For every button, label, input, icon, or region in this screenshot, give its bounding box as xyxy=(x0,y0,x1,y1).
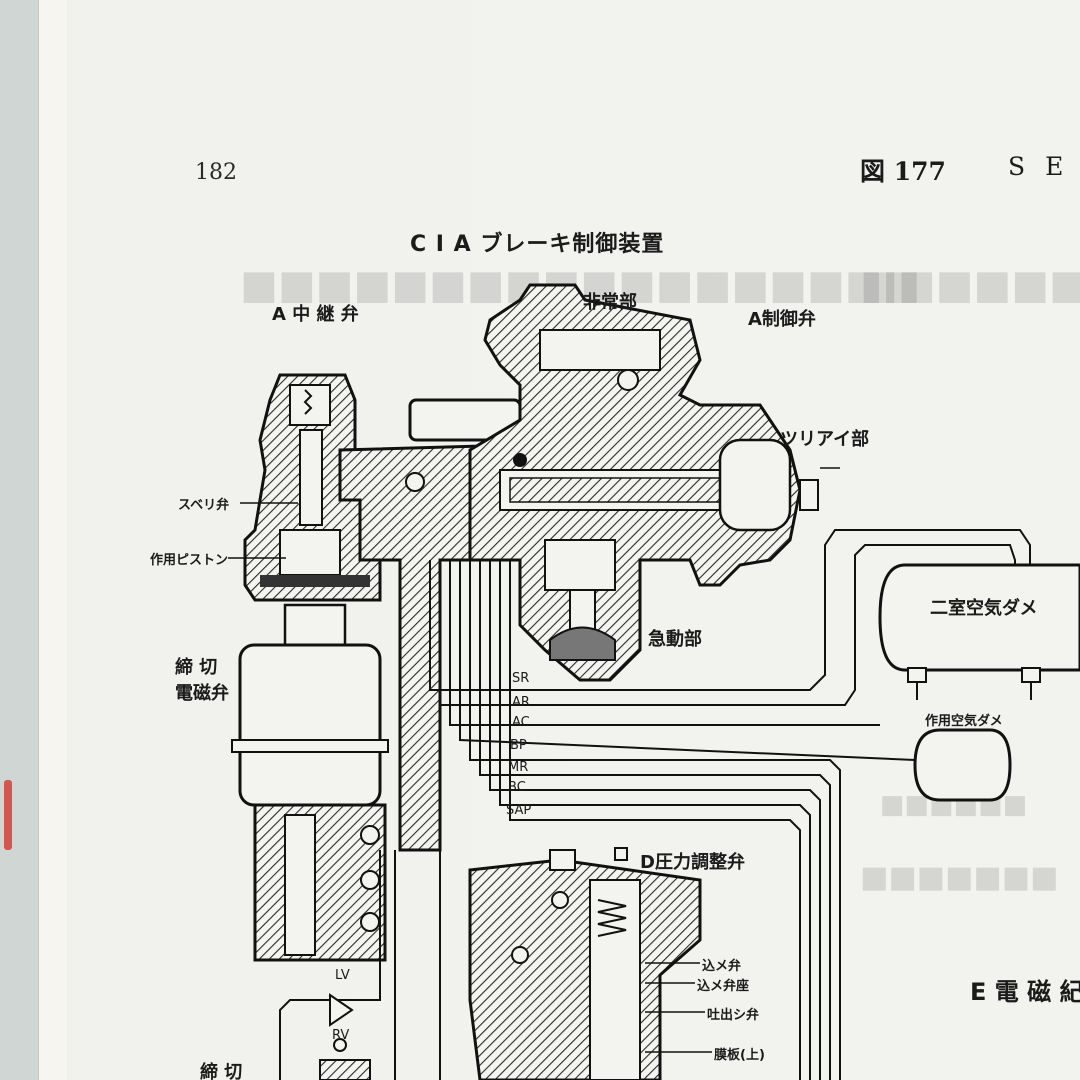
label-diaphragm: 膜板(上) xyxy=(714,1048,765,1063)
label-control-valve: A制御弁 xyxy=(748,309,816,330)
d-regulator-body xyxy=(468,847,712,1080)
pipe-label-sap: SAP xyxy=(506,803,532,818)
label-lv: LV xyxy=(335,968,350,983)
page-edge xyxy=(38,0,67,1080)
label-exhaust-valve: 吐出シ弁 xyxy=(707,1008,760,1023)
pipe-label-bp: BP xyxy=(510,738,527,753)
label-e-valve: E 電 磁 紀 xyxy=(970,978,1080,1006)
pipe-label-ar: AR xyxy=(512,695,530,710)
label-cutoff-valve: 締 切 電磁弁 xyxy=(175,657,229,704)
figure-label: 図 177 xyxy=(860,157,946,186)
relay-valve-body xyxy=(228,373,382,602)
label-rv: RV xyxy=(332,1028,350,1043)
work-reservoir-tank xyxy=(913,728,1012,802)
page-number: 182 xyxy=(195,160,237,185)
pipe-label-ac: AC xyxy=(512,715,530,730)
lv-rv-valves xyxy=(319,993,371,1080)
label-relay-valve: A 中 継 弁 xyxy=(272,304,359,325)
running-head: S E xyxy=(1008,152,1070,181)
label-balance: ツリアイ部 xyxy=(780,429,870,450)
pipe-label-sr: SR xyxy=(512,671,530,686)
label-twin-reservoir: 二室空気ダメ xyxy=(930,598,1038,619)
label-piston: 作用ピストン xyxy=(150,553,229,568)
label-emergency: 非常部 xyxy=(583,292,637,313)
cutoff-solenoid xyxy=(231,603,389,962)
label-inlet-valve: 込メ弁 xyxy=(702,959,742,974)
label-work-reservoir: 作用空気ダメ xyxy=(925,714,1003,729)
control-valve-body xyxy=(468,283,840,682)
pipe-bundle xyxy=(279,529,1031,1080)
label-slide-valve: スベリ弁 xyxy=(178,498,230,513)
label-quick-action: 急動部 xyxy=(648,629,702,650)
binder-edge xyxy=(0,0,40,1080)
label-cutoff-bottom: 締 切 xyxy=(200,1062,243,1080)
twin-reservoir-tank xyxy=(878,563,1080,700)
label-inlet-seat: 込メ弁座 xyxy=(697,979,750,994)
pipe-label-bc: BC xyxy=(508,780,526,795)
red-mark xyxy=(4,780,12,850)
diagram-title: C I A ブレーキ制御装置 xyxy=(410,232,665,257)
pipe-label-mr: MR xyxy=(508,760,529,775)
label-d-regulator: D圧力調整弁 xyxy=(640,852,745,873)
